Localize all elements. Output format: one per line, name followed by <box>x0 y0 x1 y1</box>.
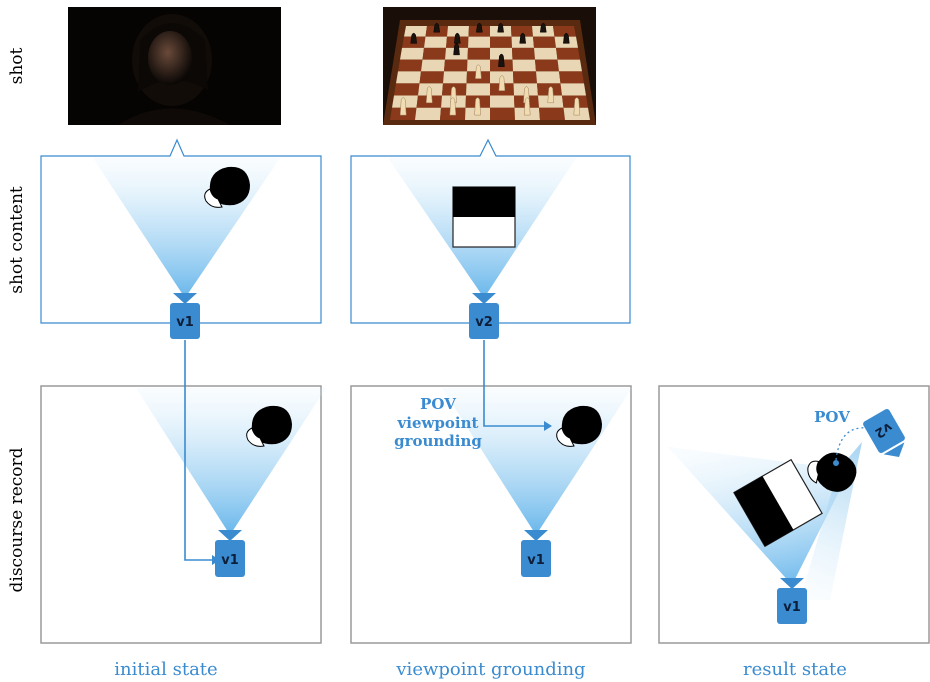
shot-content-panel-2 <box>350 138 631 324</box>
v2-link-line <box>483 340 544 427</box>
svg-text:v1: v1 <box>527 553 545 568</box>
head-icon <box>204 166 250 208</box>
camera-v1-initial: v1 <box>215 530 245 577</box>
column-label-grounding: viewpoint grounding <box>395 659 585 680</box>
camera-v1-grounding: v1 <box>521 530 551 577</box>
row-label-shot-content: shot content <box>7 186 27 294</box>
board-icon-rotated <box>733 458 823 548</box>
svg-text:v1: v1 <box>783 600 801 615</box>
camera-v1-result: v1 <box>777 578 807 624</box>
row-label-shot: shot <box>7 47 27 84</box>
camera-v2-shot: v2 <box>469 293 499 339</box>
camera-v2-result: v2 <box>863 409 905 457</box>
board-icon <box>452 186 516 248</box>
pov-label-result: POV <box>814 408 850 426</box>
camera-v1-shot: v1 <box>170 293 200 339</box>
column-label-result: result state <box>743 659 847 680</box>
svg-text:v2: v2 <box>475 315 493 330</box>
viewpoint-grounding-label-line1: viewpoint <box>397 414 479 432</box>
viewpoint-grounding-label-line2: grounding <box>394 432 482 450</box>
shot-thumbnail-portrait <box>68 7 281 125</box>
v1-link-line <box>184 340 212 561</box>
arrow-right-icon <box>544 421 552 431</box>
pov-dotted-arc <box>835 427 869 461</box>
shot-thumbnail-chessboard <box>383 7 596 125</box>
svg-text:v1: v1 <box>176 315 194 330</box>
pov-dot <box>833 460 839 466</box>
svg-text:v1: v1 <box>221 553 239 568</box>
head-icon <box>246 405 292 447</box>
column-label-initial: initial state <box>114 659 217 680</box>
row-label-discourse-record: discourse record <box>7 447 27 592</box>
head-icon <box>556 405 602 447</box>
head-icon <box>807 452 857 492</box>
pov-label: POV <box>420 395 456 413</box>
